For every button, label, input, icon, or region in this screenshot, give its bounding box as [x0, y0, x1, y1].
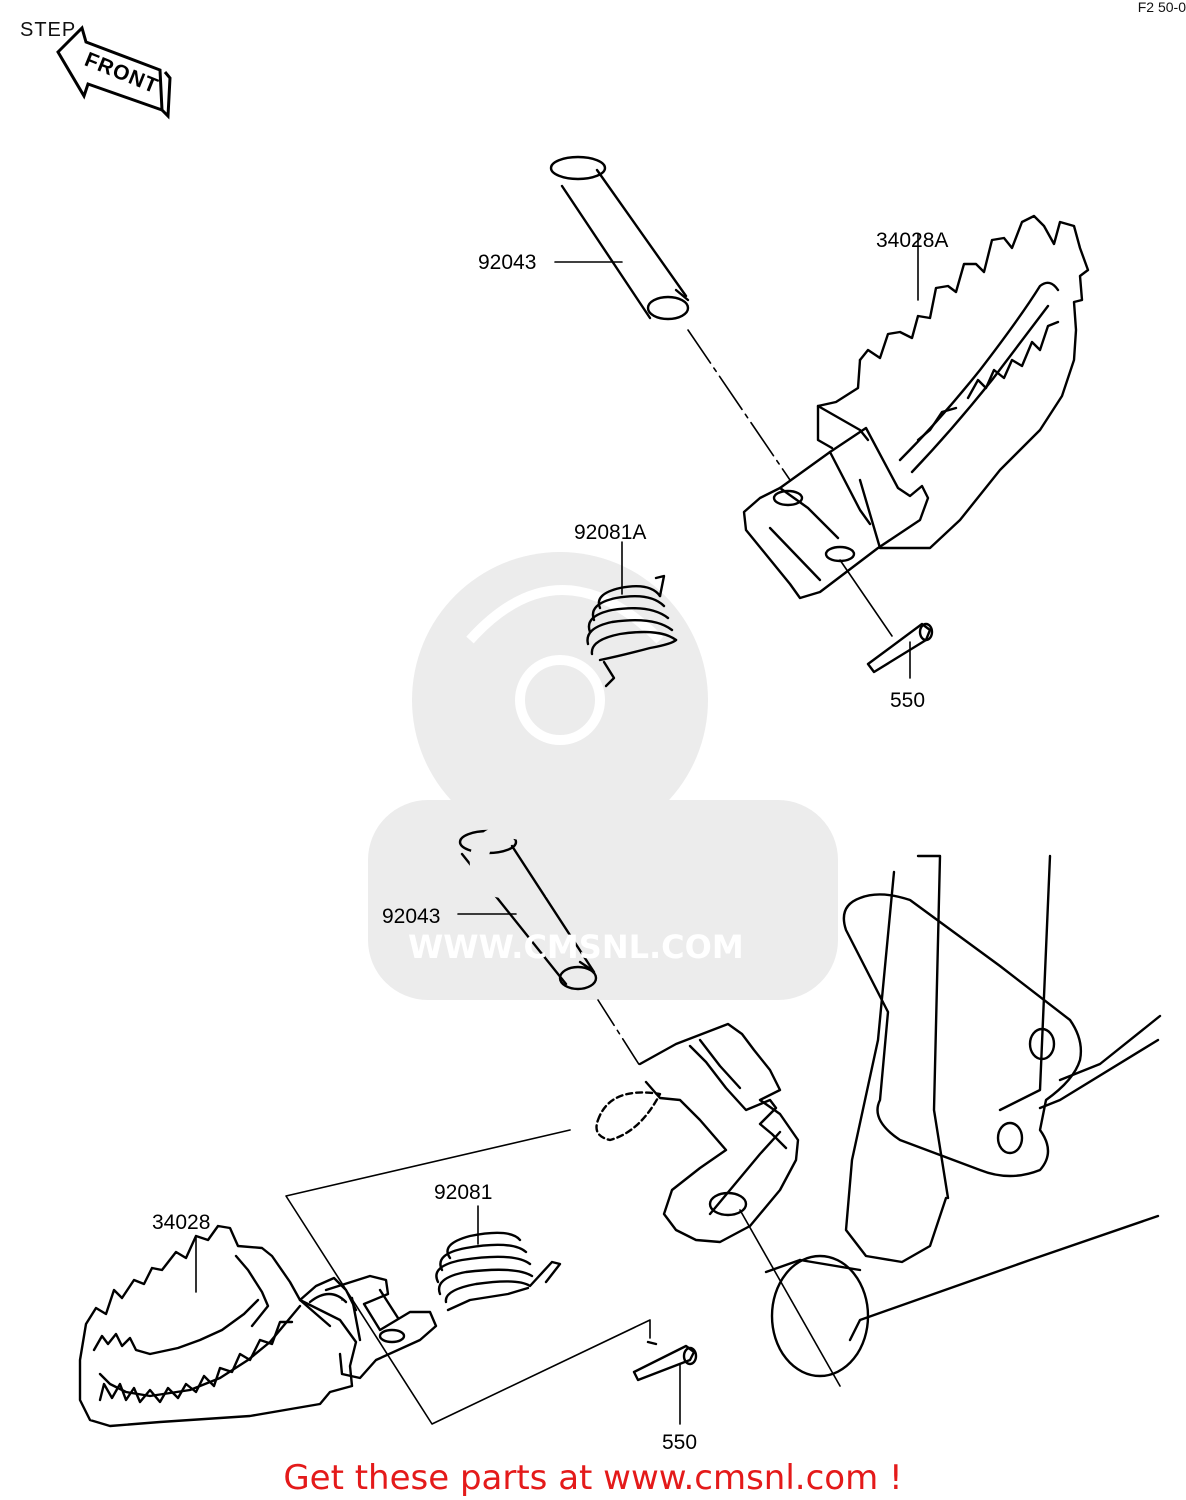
footpeg-upper	[742, 214, 1090, 600]
spring-upper	[586, 574, 678, 688]
leader-pin-lower	[457, 913, 641, 1067]
front-arrow-icon	[56, 25, 172, 120]
pin-lower	[458, 829, 598, 991]
diagram-title: STEP	[20, 19, 77, 41]
watermark-url: WWW.CMSNL.COM	[408, 928, 744, 966]
watermark-face	[466, 585, 664, 745]
frame-tubes	[764, 854, 1162, 1378]
callout-footpeg-lower: 34028	[152, 1211, 211, 1234]
callout-spring-lower: 92081	[434, 1181, 493, 1204]
callout-pin-lower: 92043	[382, 905, 441, 928]
callout-cotter-upper: 550	[890, 689, 926, 712]
leader-pin-upper	[554, 261, 893, 637]
cta-link[interactable]: Get these parts at www.cmsnl.com !	[283, 1458, 903, 1498]
cotter-pin-lower	[632, 1340, 698, 1382]
callout-spring-upper: 92081A	[574, 521, 647, 544]
footpeg-lower	[78, 1224, 438, 1428]
frame-plate	[842, 893, 1083, 1178]
watermark-brand: CMS	[465, 808, 707, 920]
callout-footpeg-upper: 34028A	[876, 229, 949, 252]
cotter-pin-upper	[866, 622, 934, 674]
callout-cotter-lower: 550	[662, 1431, 698, 1454]
callout-pin-upper: 92043	[478, 251, 537, 274]
spring-lower	[435, 1231, 562, 1312]
diagram-code: F2 50-0	[1137, 0, 1186, 15]
frame-bracket	[595, 1022, 800, 1244]
pin-upper	[549, 155, 690, 321]
